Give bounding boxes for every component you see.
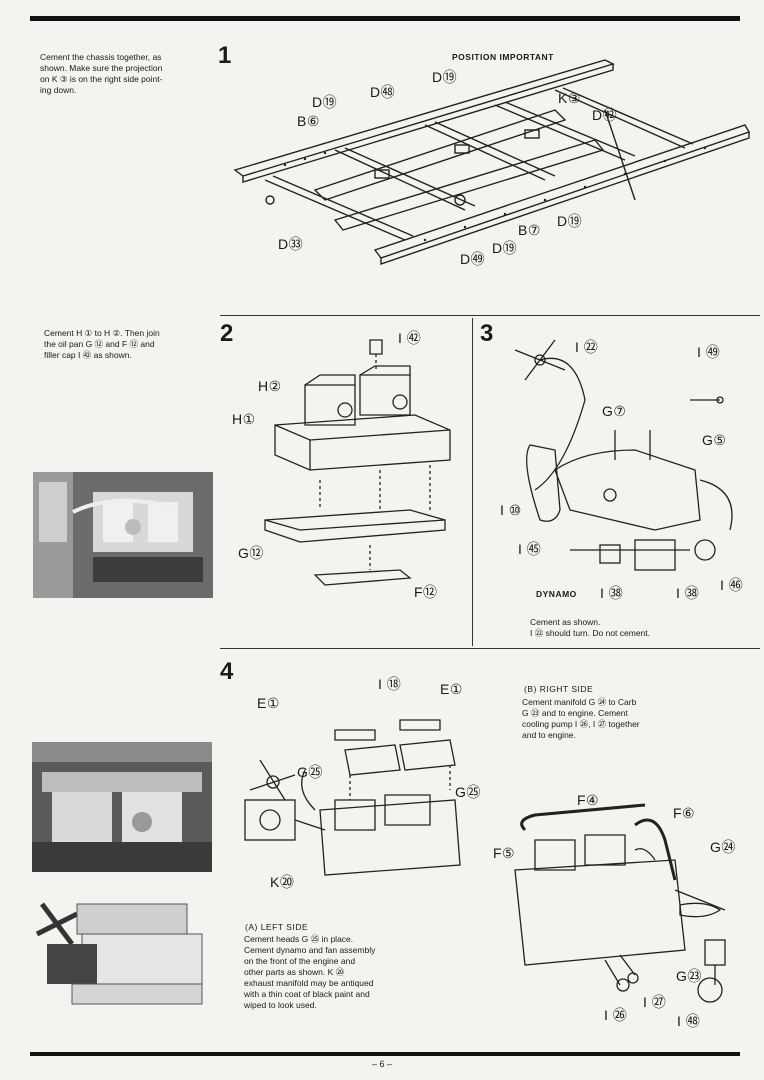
step4-label: G㉓ [676,968,702,984]
step4-label: I ㉖ [604,1007,628,1023]
step2-label: H② [258,378,282,394]
page-number: – 6 – [371,1059,393,1069]
step4-label: F⑥ [673,805,696,821]
step3-label: I ㊳ [600,585,624,601]
step3-number: 3 [480,320,494,347]
step4-label: I ㊽ [677,1013,701,1029]
step1-note: Cement the chassis together, as shown. M… [40,52,163,95]
step1-label: D㊾ [460,251,486,267]
step1-label: D㉝ [278,236,304,252]
step1-number: 1 [218,42,232,69]
engine-block-illustration [264,339,451,586]
divider [220,648,760,649]
engine-model-photo [32,884,212,1010]
step4-number: 4 [220,658,234,685]
top-rule [30,16,740,21]
engine-left-photo [32,742,212,872]
step4-label: G㉕ [297,764,323,780]
step1-label: D⑲ [492,240,518,256]
step3-label: I ㊳ [676,585,700,601]
step2-label: H① [232,411,256,427]
step3-label: G⑤ [702,432,727,448]
step3-label: I ㊻ [720,577,744,593]
engine-photo [33,472,213,598]
step1-label: D⑲ [432,69,458,85]
step3-note: Cement as shown. I ㉒ should turn. Do not… [530,617,651,638]
left-side-note: Cement heads G ㉕ in place. Cement dynamo… [244,934,376,1010]
step1-label: B⑥ [297,113,320,129]
divider [220,315,760,316]
step4-label: I ㉗ [643,994,667,1010]
step1-caption: POSITION IMPORTANT [452,52,554,62]
dynamo-illustration [514,339,733,571]
step4-label: K⑳ [270,874,295,890]
step4-label: E① [257,695,280,711]
step3-label: I ㊺ [518,541,542,557]
step3-label: I ㊾ [697,344,721,360]
left-side-title: (A) LEFT SIDE [245,922,309,932]
engine-left-illustration [244,719,461,876]
step4-label: G㉕ [455,784,481,800]
step2-label: G⑫ [238,545,264,561]
step3-label: I ⑩ [500,502,522,518]
step2-note: Cement H ① to H ②. Then join the oil pan… [44,328,160,360]
step2-label: F⑫ [414,584,438,600]
step4-label: F⑤ [493,845,516,861]
step3-label: G⑦ [602,403,627,419]
divider [472,318,473,646]
step2-label: I ㊷ [398,330,422,346]
bottom-rule [30,1052,740,1056]
step3-label: I ㉒ [575,339,599,355]
step1-label: D⑲ [312,94,338,110]
step2-number: 2 [220,320,234,347]
step1-label: D㊷ [592,107,618,123]
step1-label: D㊽ [370,84,396,100]
right-side-note: Cement manifold G ㉔ to Carb G ㉓ and to e… [522,697,640,740]
step1-label: K③ [558,90,581,106]
right-side-title: (B) RIGHT SIDE [524,684,594,694]
step1-label: B⑦ [518,222,541,238]
step1-label: D⑲ [557,213,583,229]
step4-label: G㉔ [710,839,736,855]
step4-label: F④ [577,792,600,808]
step4-label: E① [440,681,463,697]
step4-label: I ⑱ [378,676,402,692]
chassis-illustration [233,59,751,265]
engine-right-illustration [514,803,726,1003]
dynamo-label: DYNAMO [536,589,577,599]
